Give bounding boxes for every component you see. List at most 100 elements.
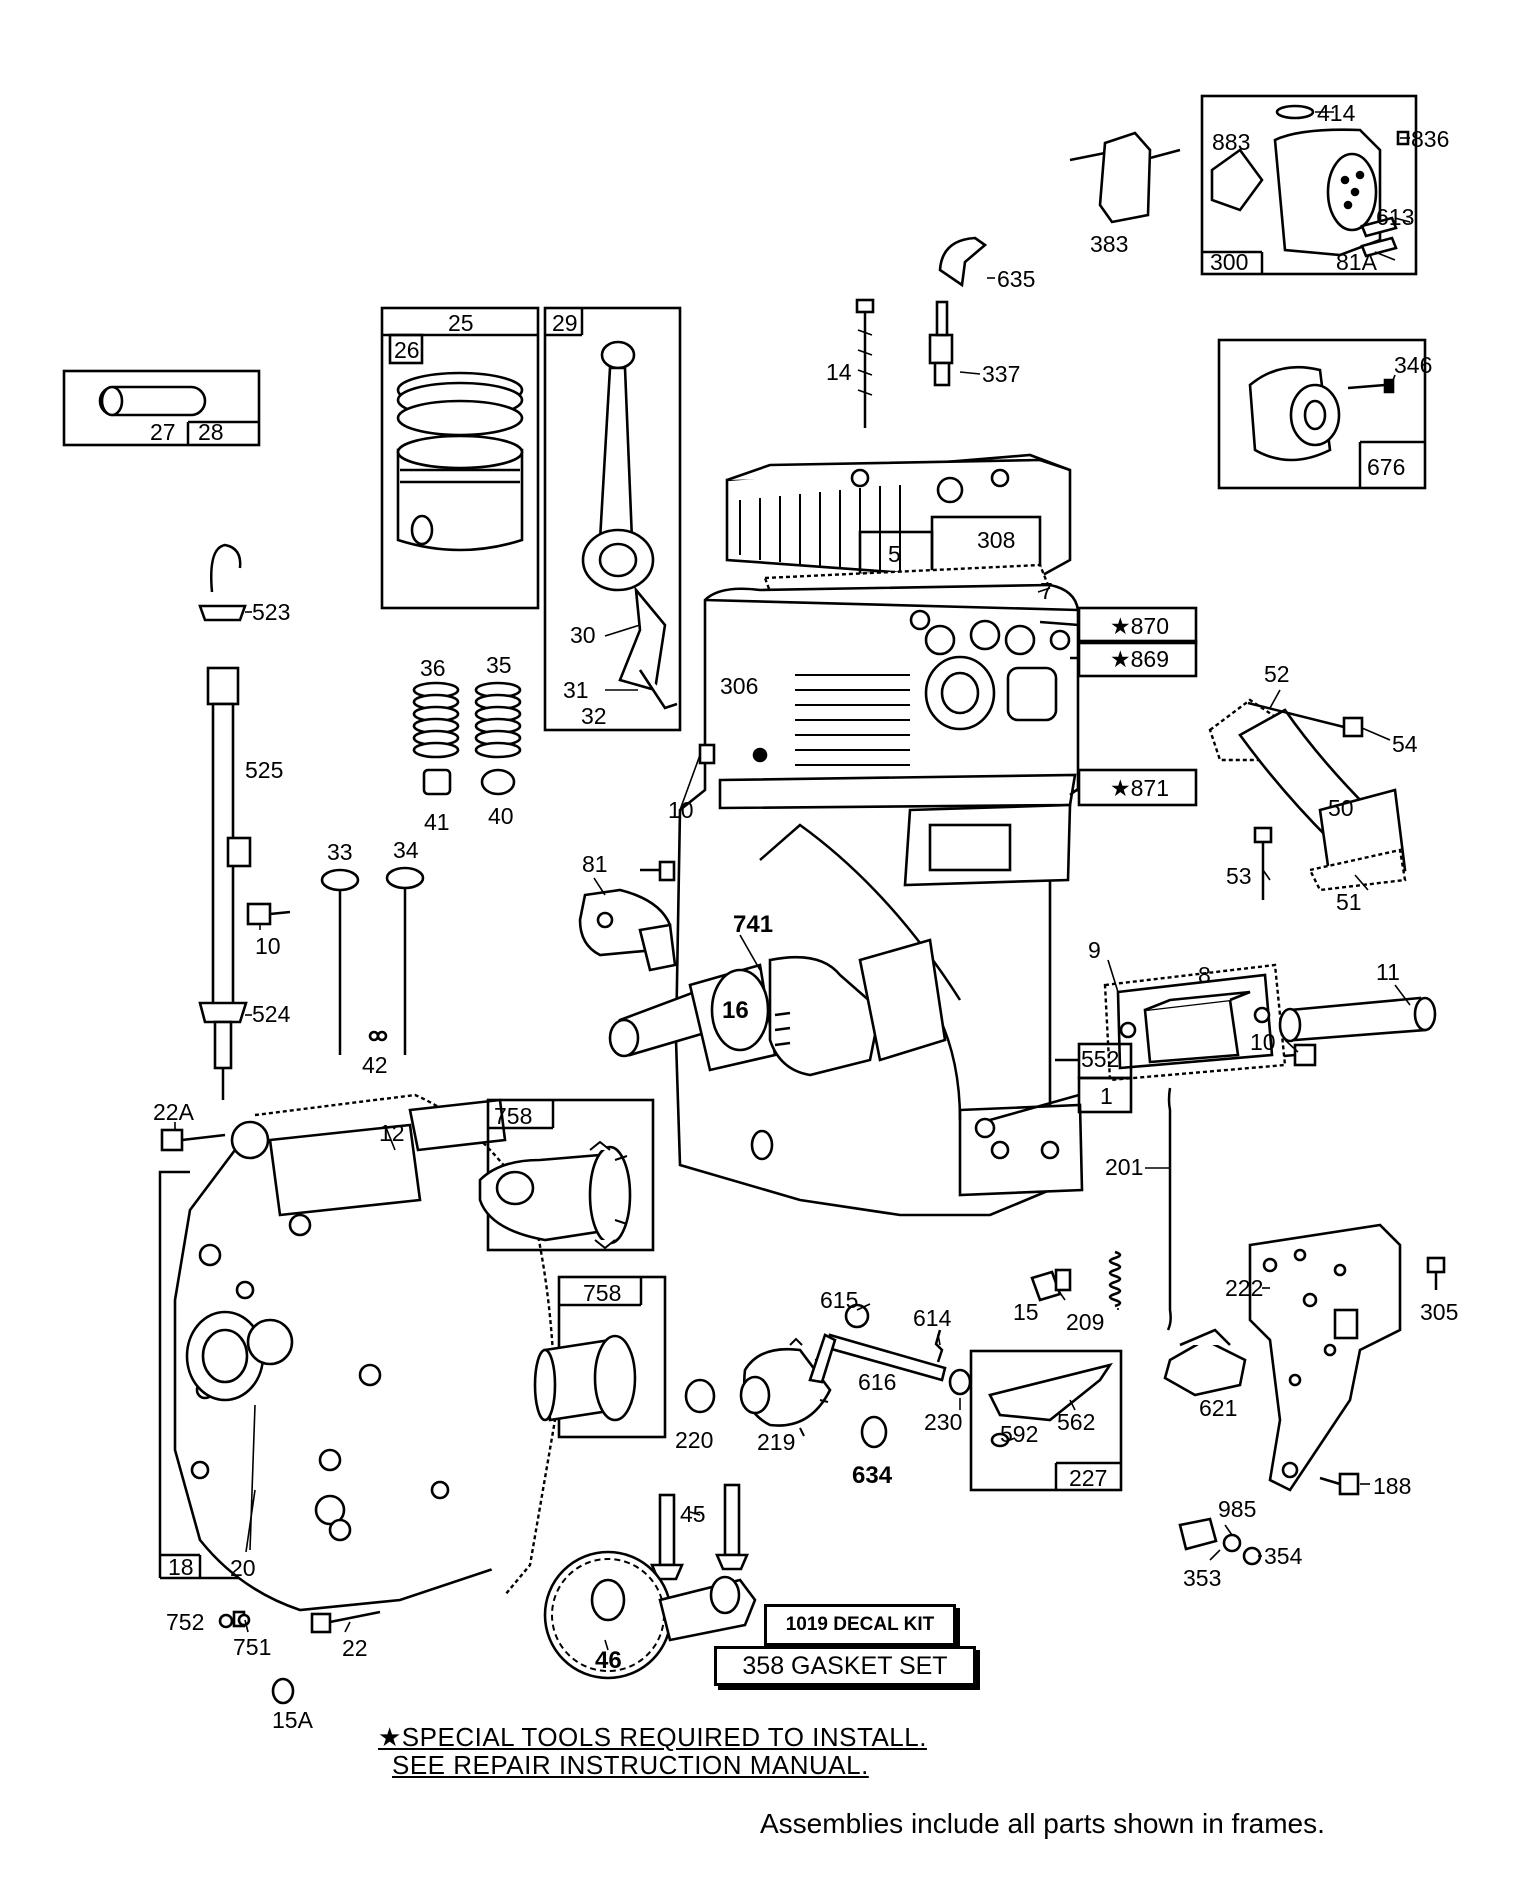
screw-10-dipstick bbox=[246, 902, 291, 926]
label-42: 42 bbox=[362, 1052, 388, 1078]
label-871: ★871 bbox=[1110, 775, 1169, 801]
label-414: 414 bbox=[1317, 100, 1356, 126]
label-41: 41 bbox=[424, 809, 450, 835]
special-tool-callouts bbox=[989, 606, 1198, 1122]
valve-spring-35 bbox=[474, 681, 522, 759]
label-354: 354 bbox=[1264, 1543, 1303, 1569]
label-306: 306 bbox=[720, 673, 758, 699]
cylinder-head-5 bbox=[725, 453, 1072, 584]
oil-slinger-219 bbox=[739, 1337, 832, 1437]
governor-gear-assembly-758-bottom bbox=[533, 1275, 667, 1439]
ring-634 bbox=[860, 1415, 888, 1449]
fasteners-752-751 bbox=[218, 1610, 251, 1629]
label-32: 32 bbox=[581, 703, 607, 729]
label-219: 219 bbox=[757, 1429, 795, 1455]
label-346: 346 bbox=[1394, 352, 1432, 378]
label-45: 45 bbox=[680, 1501, 706, 1527]
label-676: 676 bbox=[1367, 454, 1405, 480]
label-870: ★870 bbox=[1110, 613, 1169, 639]
label-5: 5 bbox=[888, 541, 901, 567]
label-562: 562 bbox=[1057, 1409, 1095, 1435]
label-81A: 81A bbox=[1336, 249, 1378, 275]
label-22A: 22A bbox=[153, 1099, 195, 1125]
governor-gear-assembly-758-top bbox=[478, 1098, 655, 1252]
label-31: 31 bbox=[563, 677, 589, 703]
label-305: 305 bbox=[1420, 1299, 1458, 1325]
label-752: 752 bbox=[166, 1609, 204, 1635]
bolt-22 bbox=[310, 1610, 381, 1634]
link-985-353-354 bbox=[1178, 1517, 1262, 1566]
label-16: 16 bbox=[722, 997, 749, 1024]
label-53: 53 bbox=[1226, 863, 1252, 889]
shaft-616 bbox=[808, 1333, 947, 1384]
label-230: 230 bbox=[924, 1409, 962, 1435]
label-27: 27 bbox=[150, 419, 176, 445]
label-50: 50 bbox=[1328, 795, 1354, 821]
valve-keepers-42 bbox=[368, 1030, 388, 1042]
label-883: 883 bbox=[1212, 129, 1250, 155]
lever-assembly-227 bbox=[969, 1349, 1123, 1492]
label-635: 635 bbox=[997, 266, 1035, 292]
label-35: 35 bbox=[486, 652, 512, 678]
label-308: 308 bbox=[977, 527, 1015, 553]
label-758b: 758 bbox=[583, 1280, 621, 1306]
label-985: 985 bbox=[1218, 1496, 1256, 1522]
head-bolt-14 bbox=[855, 298, 875, 428]
label-592: 592 bbox=[1000, 1421, 1038, 1447]
valve-retainer-40 bbox=[480, 768, 516, 796]
label-25: 25 bbox=[448, 310, 474, 336]
muffler-guard-383 bbox=[1069, 131, 1181, 224]
label-614: 614 bbox=[913, 1305, 952, 1331]
label-741: 741 bbox=[733, 911, 773, 938]
label-613: 613 bbox=[1376, 204, 1414, 230]
valve-34 bbox=[385, 866, 425, 1055]
label-20: 20 bbox=[230, 1555, 256, 1581]
label-201: 201 bbox=[1105, 1154, 1143, 1180]
label-18: 18 bbox=[168, 1554, 194, 1580]
bolt-53 bbox=[1253, 826, 1273, 900]
label-615: 615 bbox=[820, 1287, 858, 1313]
label-353: 353 bbox=[1183, 1565, 1221, 1591]
label-26: 26 bbox=[394, 337, 420, 363]
part-number-labels: 414 836 883 613 383 300 81A 635 14 337 3… bbox=[150, 100, 1458, 1733]
label-15: 15 bbox=[1013, 1299, 1039, 1325]
label-524: 524 bbox=[252, 1001, 291, 1027]
label-836: 836 bbox=[1411, 126, 1449, 152]
spring-209 bbox=[1108, 1250, 1122, 1308]
clip-621 bbox=[1163, 1328, 1247, 1397]
label-188: 188 bbox=[1373, 1473, 1411, 1499]
label-758a: 758 bbox=[494, 1103, 532, 1129]
label-337: 337 bbox=[982, 361, 1020, 387]
label-10a: 10 bbox=[668, 797, 694, 823]
fitting-15 bbox=[1030, 1268, 1072, 1302]
label-36: 36 bbox=[420, 655, 446, 681]
valve-33 bbox=[320, 868, 360, 1055]
label-10c: 10 bbox=[1250, 1029, 1276, 1055]
label-51: 51 bbox=[1336, 889, 1362, 915]
label-11: 11 bbox=[1376, 959, 1400, 985]
cylinder-block-1 bbox=[674, 583, 1084, 1217]
dipstick-and-tube-525 bbox=[198, 543, 252, 1100]
crankcase-cover-assembly-18 bbox=[158, 1093, 557, 1612]
intake-elbow-50 bbox=[1208, 698, 1407, 892]
label-12: 12 bbox=[379, 1120, 405, 1146]
label-300: 300 bbox=[1210, 249, 1248, 275]
spark-plug-337 bbox=[928, 300, 954, 387]
label-751: 751 bbox=[233, 1634, 271, 1660]
label-523: 523 bbox=[252, 599, 290, 625]
breather-cover-9 bbox=[1103, 963, 1287, 1082]
label-15A: 15A bbox=[272, 1707, 314, 1733]
label-616: 616 bbox=[858, 1369, 896, 1395]
valve-spring-36 bbox=[412, 681, 460, 759]
seal-220 bbox=[684, 1378, 716, 1414]
bushing-615 bbox=[844, 1303, 870, 1329]
bracket-81 bbox=[578, 888, 677, 972]
label-81: 81 bbox=[582, 851, 608, 877]
washer-230 bbox=[948, 1368, 972, 1396]
valve-retainer-41 bbox=[422, 768, 452, 796]
muffler-assembly bbox=[1200, 94, 1418, 276]
label-52: 52 bbox=[1264, 661, 1290, 687]
label-7: 7 bbox=[1040, 578, 1053, 604]
label-29: 29 bbox=[552, 310, 578, 336]
